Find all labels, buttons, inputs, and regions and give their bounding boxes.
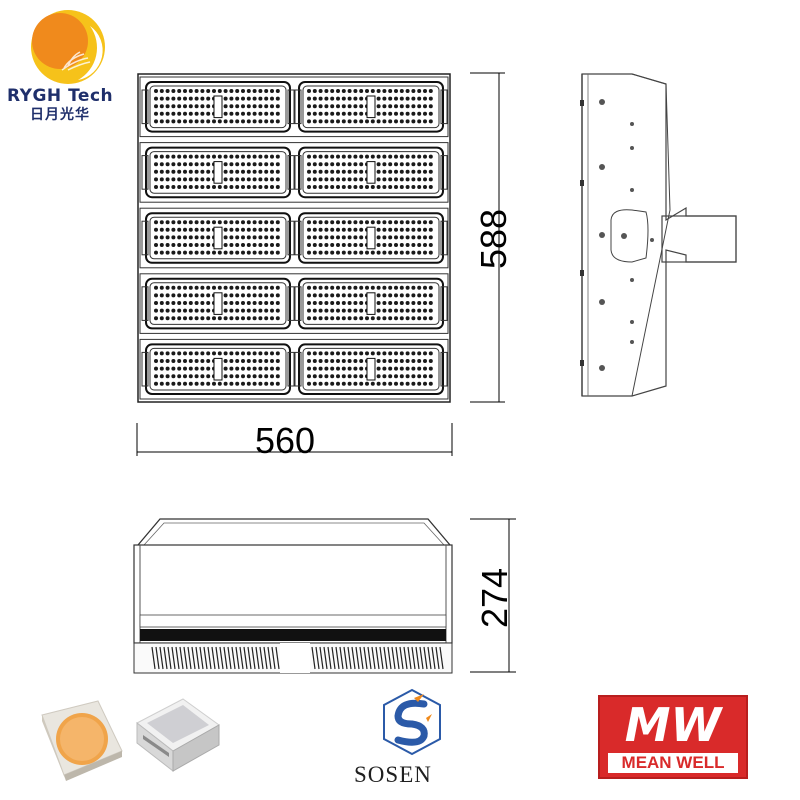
led-chip-white-icon bbox=[136, 698, 220, 773]
led-module bbox=[294, 212, 448, 264]
meanwell-logo: MW MEAN WELL bbox=[598, 695, 748, 779]
meanwell-mark: MW bbox=[624, 698, 722, 752]
meanwell-name: MEAN WELL bbox=[621, 753, 725, 772]
brand-name: RYGH Tech bbox=[7, 86, 114, 106]
led-chip-orange-icon bbox=[41, 700, 123, 781]
side-view-drawing bbox=[580, 73, 737, 397]
led-module bbox=[294, 81, 448, 133]
led-module bbox=[141, 212, 295, 264]
led-module bbox=[141, 277, 295, 330]
led-module bbox=[141, 81, 295, 133]
sosen-name: SOSEN bbox=[354, 762, 432, 787]
width-dimension-label: 560 bbox=[255, 420, 316, 461]
height-dimension-label: 588 bbox=[473, 208, 514, 270]
sosen-logo-icon bbox=[383, 688, 441, 756]
led-module bbox=[141, 146, 295, 199]
front-view-drawing bbox=[137, 73, 451, 403]
led-module bbox=[141, 343, 295, 395]
height-dimension-line bbox=[470, 72, 505, 403]
brand-name-cn: 日月光华 bbox=[30, 107, 90, 123]
depth-dimension-label: 274 bbox=[474, 567, 515, 629]
bottom-view-drawing bbox=[133, 518, 453, 674]
led-module bbox=[294, 146, 448, 199]
depth-dimension-line bbox=[470, 518, 516, 673]
width-dimension-line bbox=[136, 423, 453, 456]
led-module bbox=[294, 277, 448, 330]
rygh-logo-icon bbox=[31, 10, 105, 84]
led-module bbox=[294, 343, 448, 395]
